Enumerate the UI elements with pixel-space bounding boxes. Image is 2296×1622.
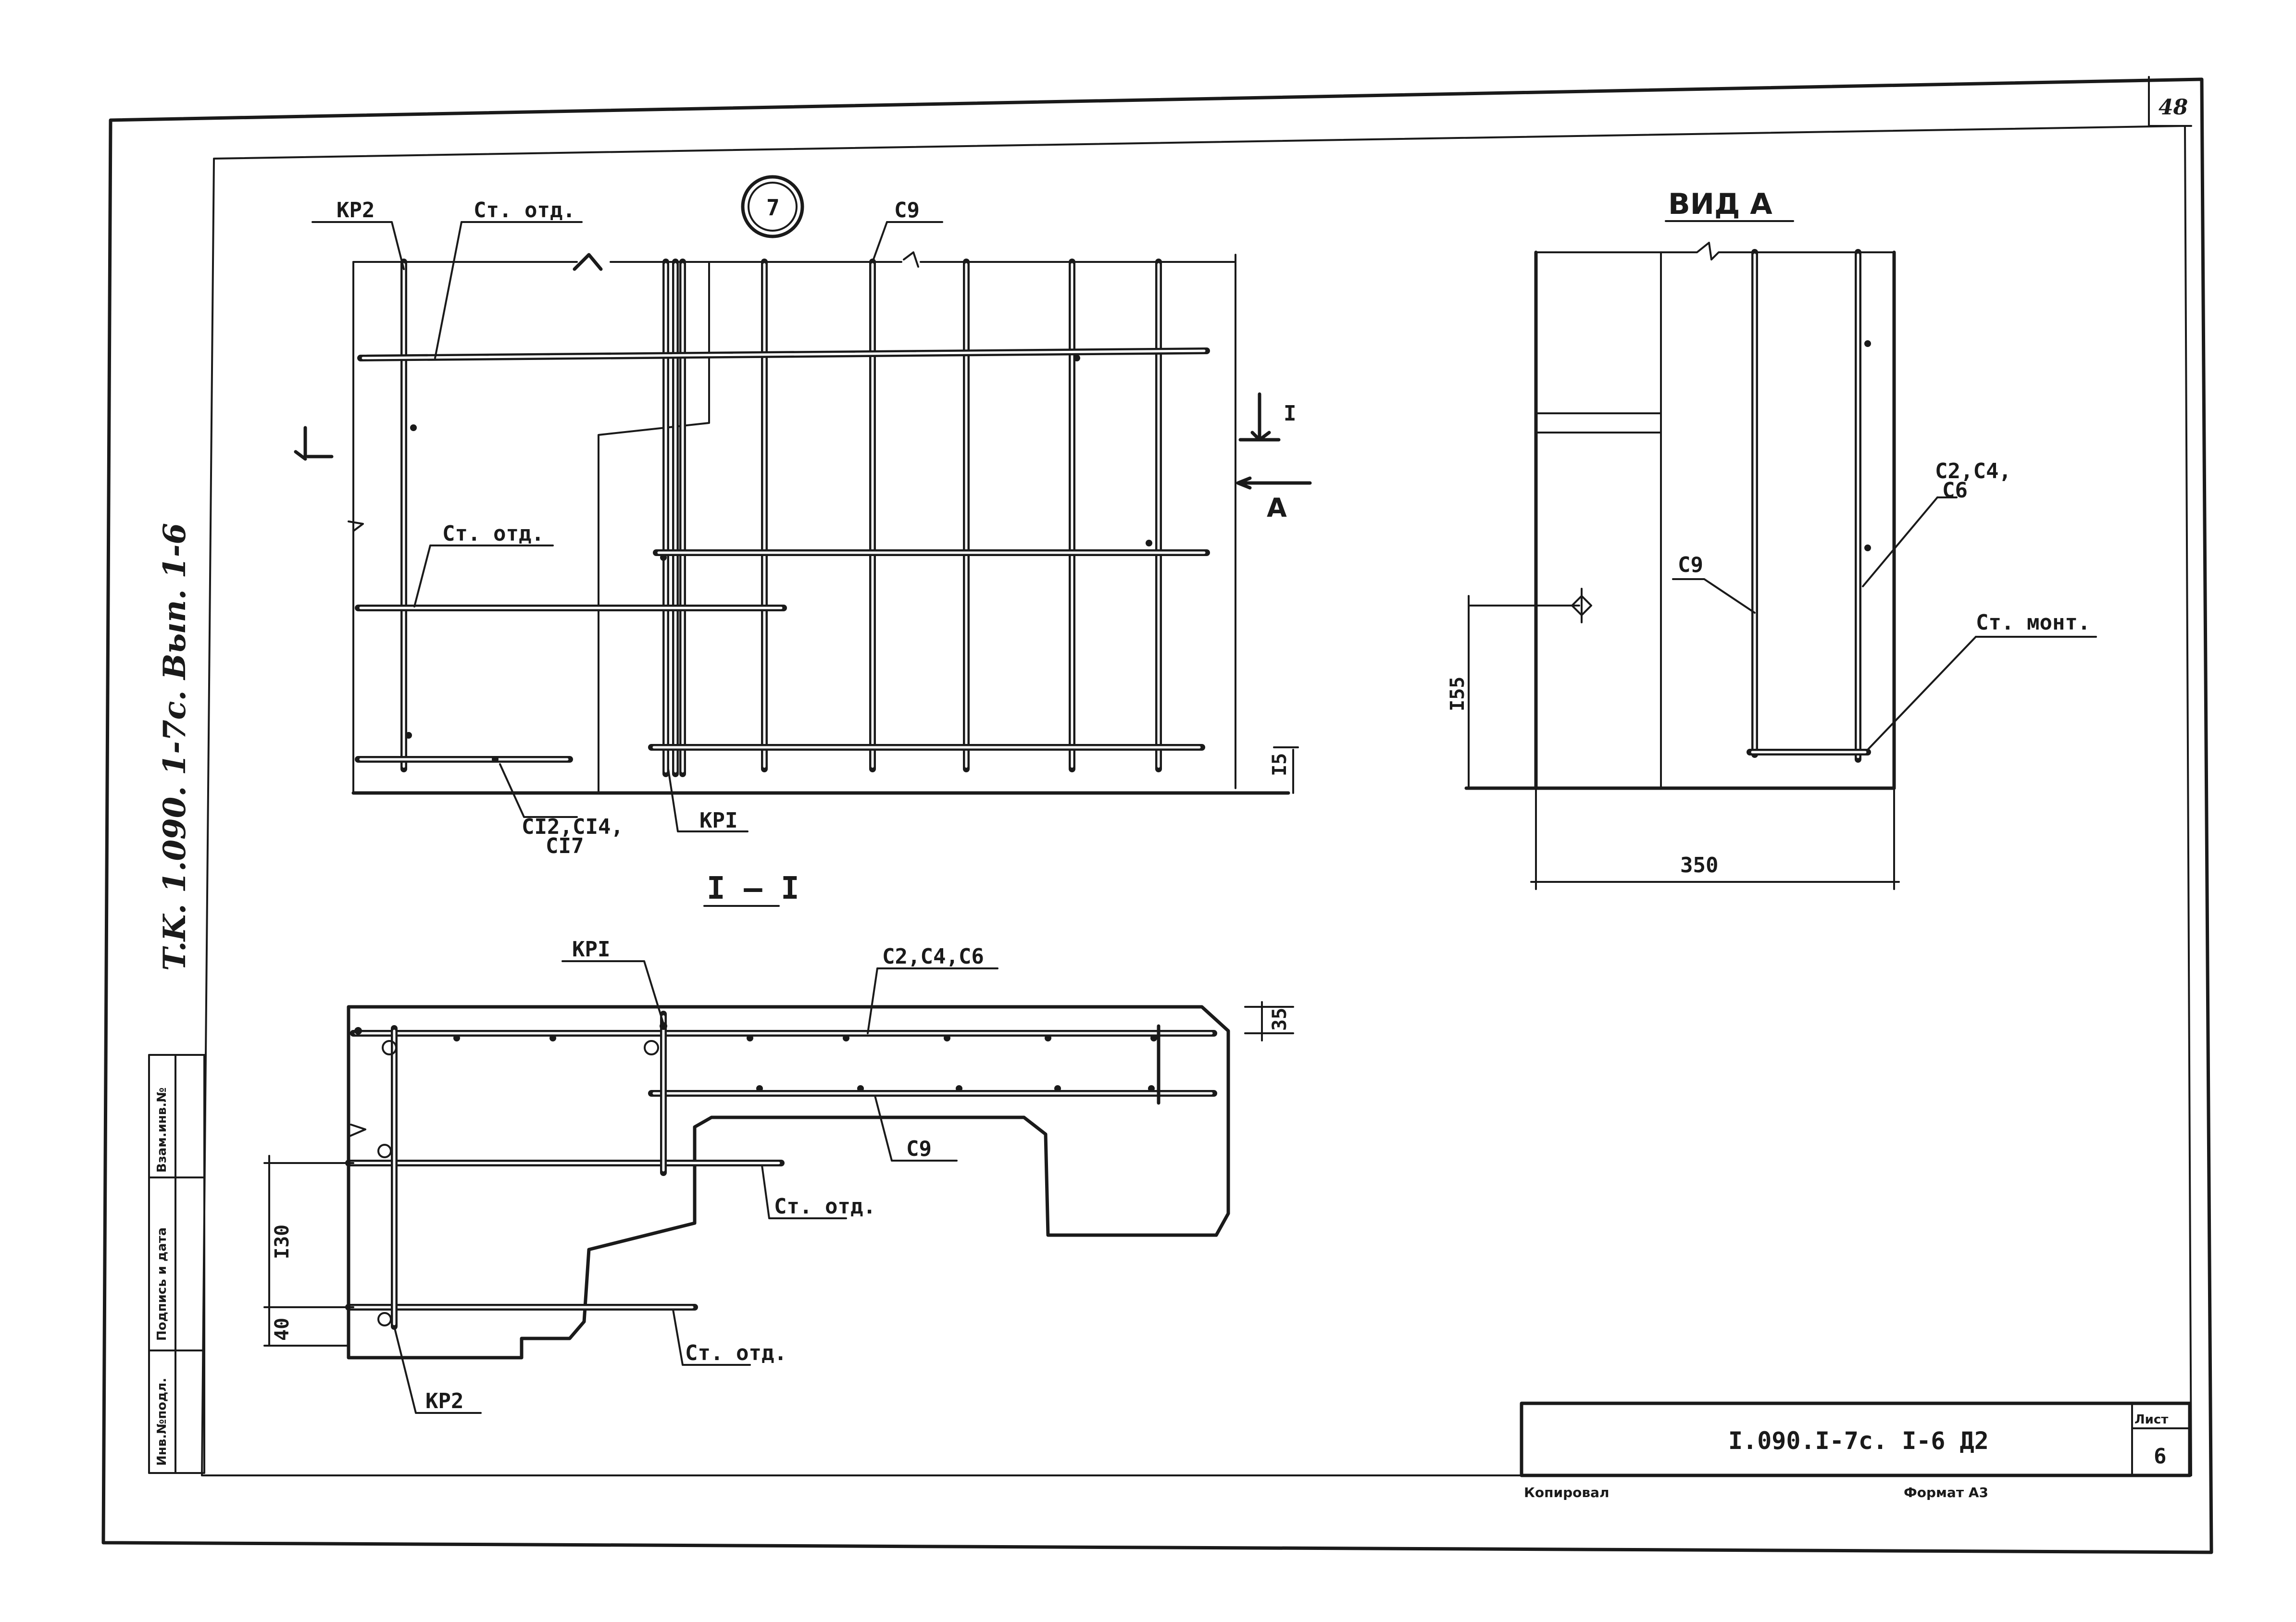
label-kp2-section: КР2 (425, 1389, 463, 1413)
dim-40: 40 (271, 1318, 293, 1341)
footer-copied: Копировал (1524, 1485, 1610, 1500)
label-st-otd-section-1: Ст. отд. (774, 1194, 876, 1219)
section-hoop-circles (377, 1040, 659, 1326)
label-kp1-elevation: КРI (699, 808, 737, 833)
label-c2c4-line1: С2,С4, (1935, 459, 2011, 483)
section-title: I – I (707, 871, 799, 906)
footer-format: Формат А3 (1904, 1485, 1988, 1500)
label-c12-line1: CI2,CI4, (522, 815, 624, 839)
section-bar-dots (354, 1022, 1157, 1092)
elevation-horizontal-bars (355, 347, 1210, 763)
label-st-mont: Ст. монт. (1976, 610, 2090, 635)
label-c2c4-line2: С6 (1942, 478, 1968, 503)
section-view (263, 960, 1294, 1414)
dim-155: I55 (1447, 677, 1469, 711)
label-c2c4c6: С2,С4,С6 (882, 944, 984, 969)
section-mark-right: I (1284, 401, 1297, 426)
label-c9-view-a: С9 (1678, 553, 1703, 577)
elevation-view (294, 175, 1312, 832)
view-arrow-label: А (1267, 493, 1287, 523)
document-code: I.090.I-7c. I-6 Д2 (1728, 1427, 1989, 1455)
label-kp2-top: КР2 (337, 198, 374, 223)
elevation-vertical-bars (400, 259, 1162, 777)
dim-35: 35 (1269, 1008, 1291, 1031)
label-st-otd-top: Ст. отд. (474, 198, 575, 223)
view-a-title: ВИД А (1668, 187, 1772, 221)
corner-page-number: 48 (2159, 95, 2188, 120)
view-a (1464, 242, 2097, 890)
label-st-otd-section-2: Ст. отд. (685, 1341, 787, 1365)
title-block (1520, 1401, 2192, 1477)
label-kp1-section: КРI (572, 937, 610, 962)
sheet-label: Лист (2134, 1412, 2168, 1427)
label-c9-top: С9 (894, 198, 920, 223)
left-stamp-strip (148, 1054, 205, 1474)
elevation-node-number: 7 (766, 195, 780, 221)
dim-15: I5 (1269, 753, 1291, 776)
sheet-number: 6 (2154, 1444, 2167, 1469)
label-st-otd-mid: Ст. отд. (442, 521, 544, 546)
dim-130: I30 (271, 1225, 293, 1259)
label-c9-section: С9 (906, 1137, 932, 1161)
stamp-field-replace: Взам.инв.№ (155, 1088, 169, 1173)
side-note: T.K. 1.090. 1-7c. Вып. 1-6 (157, 523, 193, 971)
dim-350: 350 (1680, 853, 1718, 878)
stamp-field-signature: Подпись и дата (155, 1227, 169, 1341)
elevation-bar-dots (405, 355, 1152, 763)
label-c12-line2: CI7 (546, 834, 584, 858)
stamp-field-inv: Инв.№подл. (155, 1378, 169, 1466)
